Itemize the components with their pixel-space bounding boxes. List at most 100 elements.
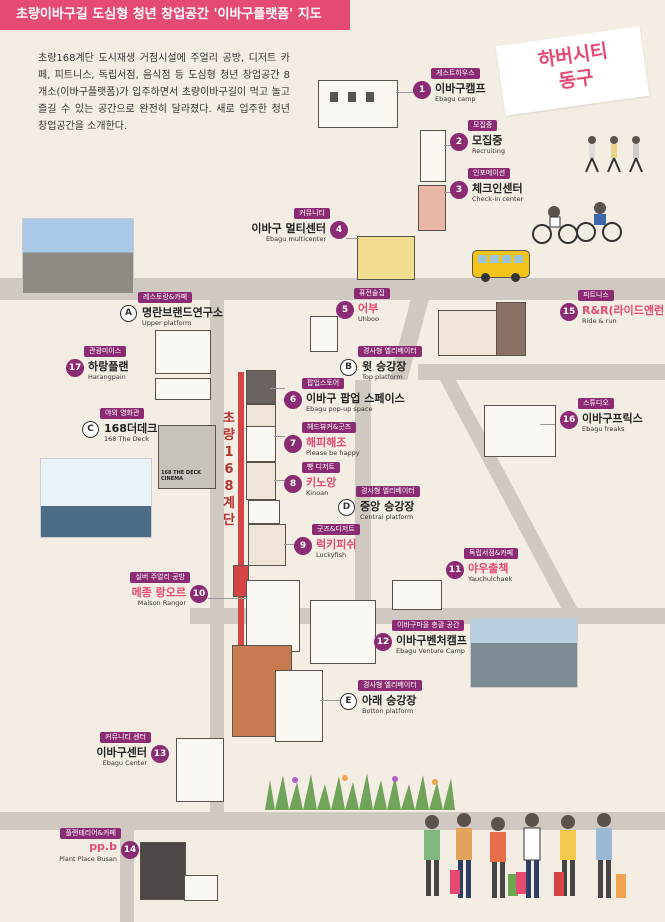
location-badge: 9 xyxy=(294,537,312,555)
photo-venture-camp xyxy=(470,618,578,688)
location-english-name: Please be happy xyxy=(306,449,360,457)
building-venture-camp xyxy=(310,600,376,664)
location-14[interactable]: 플랜테리어&카페 14 pp.b Plant Place Busan xyxy=(0,828,139,872)
location-13[interactable]: 커뮤니티 센터 13 이바구센터 Ebagu Center xyxy=(0,732,169,776)
location-english-name: Maison Rangor xyxy=(137,599,186,607)
building-bottom-platform-annex xyxy=(275,670,323,742)
building-upper-platform xyxy=(155,330,211,374)
location-category: 경사형 엘리베이터 xyxy=(356,486,420,497)
map-title: 초량이바구길 도심형 청년 창업공간 '이바구플랫폼' 지도 xyxy=(0,0,350,30)
location-badge: D xyxy=(338,499,355,516)
leader-line xyxy=(320,700,345,701)
building-please-be-happy xyxy=(246,426,276,462)
location-category: 게스트하우스 xyxy=(431,68,480,79)
location-11[interactable]: 독립서점&카페 11 야우출책 Yauchulchaek xyxy=(446,548,621,592)
location-8[interactable]: 빵 디저트 8 키노앙 Kinoan xyxy=(284,462,459,506)
location-english-name: 168 The Deck xyxy=(104,435,149,443)
location-badge: B xyxy=(340,359,357,376)
location-5[interactable]: 퓨전술집 5 어부 Uhboo xyxy=(336,288,511,332)
location-category: 경사형 엘리베이터 xyxy=(358,680,422,691)
location-name: 윗 승강장 xyxy=(362,360,407,373)
location-category: 이바구마을 총괄 공간 xyxy=(392,620,465,631)
location-category: 커뮤니티 xyxy=(294,208,330,219)
location-9[interactable]: 굿즈&디저트 9 럭키피쉬 Luckyfish xyxy=(294,524,469,568)
location-10[interactable]: 실버 주얼리 공방 10 메종 랑오르 Maison Rangor xyxy=(33,572,208,616)
window xyxy=(348,92,356,102)
location-name: 키노앙 xyxy=(306,476,337,489)
building-ride-run xyxy=(438,310,498,356)
building-ebagu-center xyxy=(176,738,224,802)
location-english-name: Luckyfish xyxy=(316,551,347,559)
location-4[interactable]: 커뮤니티 4 이바구 멀티센터 Ebagu multicenter xyxy=(173,208,348,252)
bus-window xyxy=(514,255,523,263)
location-name: 중앙 승강장 xyxy=(360,500,415,513)
location-badge: C xyxy=(82,421,99,438)
location-english-name: Ebagu multicenter xyxy=(265,235,326,243)
location-6[interactable]: 팝업스토어 6 이바구 팝업 스페이스 Ebagu pop-up space xyxy=(284,378,459,422)
location-name: 메종 랑오르 xyxy=(131,586,186,599)
location-E[interactable]: 경사형 엘리베이터 E 아래 승강장 Botton platform xyxy=(340,680,515,724)
location-english-name: Upper platform xyxy=(142,319,192,327)
building-recruiting xyxy=(420,130,446,182)
location-category: 관광미이스 xyxy=(84,346,127,357)
building-168-cinema: 168 THE DECK CINEMA xyxy=(158,425,216,489)
location-name: 해피해조 xyxy=(306,436,347,449)
bus-window xyxy=(490,255,499,263)
location-badge: 15 xyxy=(560,303,578,321)
location-english-name: Uhboo xyxy=(358,315,379,323)
building-ride-run-side xyxy=(496,302,526,356)
location-name: 168더데크 xyxy=(104,422,158,435)
bus-wheel xyxy=(511,273,520,282)
location-D[interactable]: 경사형 엘리베이터 D 중앙 승강장 Central platform xyxy=(338,486,513,530)
location-2[interactable]: 모집중 2 모집중 Recruiting xyxy=(450,120,625,164)
location-category: 빵 디저트 xyxy=(302,462,340,473)
photo-168-deck xyxy=(40,458,152,538)
building-harangpain xyxy=(155,378,211,400)
leader-line xyxy=(284,544,295,545)
leader-line xyxy=(444,145,455,146)
building-maison-rangor xyxy=(246,580,300,652)
building-uhboo xyxy=(310,316,338,352)
location-1[interactable]: 게스트하우스 1 이바구캠프 Ebagu camp xyxy=(413,68,588,112)
location-english-name: Recruiting xyxy=(472,147,505,155)
leader-line xyxy=(540,424,555,425)
location-15[interactable]: 피트니스 15 R&R(라이드앤런) Ride & run xyxy=(560,290,665,334)
leader-line xyxy=(274,436,285,437)
location-english-name: Ebagu Center xyxy=(102,759,147,767)
bus-window xyxy=(478,255,487,263)
location-16[interactable]: 스튜디오 16 이바구프릭스 Ebagu freaks xyxy=(560,398,665,442)
cinema-label: 168 THE DECK CINEMA xyxy=(161,470,202,482)
location-A[interactable]: 레스토랑&카페 A 명란브랜드연구소 Upper platform xyxy=(120,292,295,336)
location-badge: 16 xyxy=(560,411,578,429)
location-name: 모집중 xyxy=(472,134,503,147)
location-name: 이바구프릭스 xyxy=(582,412,643,425)
location-category: 실버 주얼리 공방 xyxy=(130,572,190,583)
location-category: 플랜테리어&카페 xyxy=(60,828,121,839)
building-luckyfish xyxy=(248,524,286,566)
location-name: 어부 xyxy=(358,302,379,315)
location-badge: 2 xyxy=(450,133,468,151)
leader-line xyxy=(270,388,285,389)
location-17[interactable]: 관광미이스 17 하랑플랜 Harangpain xyxy=(66,346,241,390)
location-name: 이바구센터 xyxy=(96,746,147,759)
bus-window xyxy=(502,255,511,263)
location-category: 레스토랑&카페 xyxy=(138,292,193,303)
location-name: 명란브랜드연구소 xyxy=(142,306,223,319)
inclined-elevator-rail xyxy=(238,372,244,662)
location-category: 독립서점&카페 xyxy=(464,548,519,559)
location-name: 아래 승강장 xyxy=(362,694,417,707)
location-C[interactable]: 야외 영화관 C 168더데크 168 The Deck xyxy=(82,408,257,452)
location-7[interactable]: 헤드뷰커&굿즈 7 해피해조 Please be happy xyxy=(284,422,459,466)
location-english-name: Plant Place Busan xyxy=(59,855,117,863)
leader-line xyxy=(274,480,285,481)
location-12[interactable]: 이바구마을 총괄 공간 12 이바구벤처캠프 Ebagu Venture Cam… xyxy=(374,620,549,664)
location-badge: 8 xyxy=(284,475,302,493)
location-badge: 1 xyxy=(413,81,431,99)
location-B[interactable]: 경사형 엘리베이터 B 윗 승강장 Top platform xyxy=(340,346,515,390)
location-english-name: Top platform xyxy=(362,373,403,381)
location-3[interactable]: 인포메이션 3 체크인센터 Check-in center xyxy=(450,168,625,212)
building-yauchulchaek xyxy=(392,580,442,610)
location-english-name: Ebagu freaks xyxy=(582,425,625,433)
location-name: 야우출책 xyxy=(468,562,509,575)
